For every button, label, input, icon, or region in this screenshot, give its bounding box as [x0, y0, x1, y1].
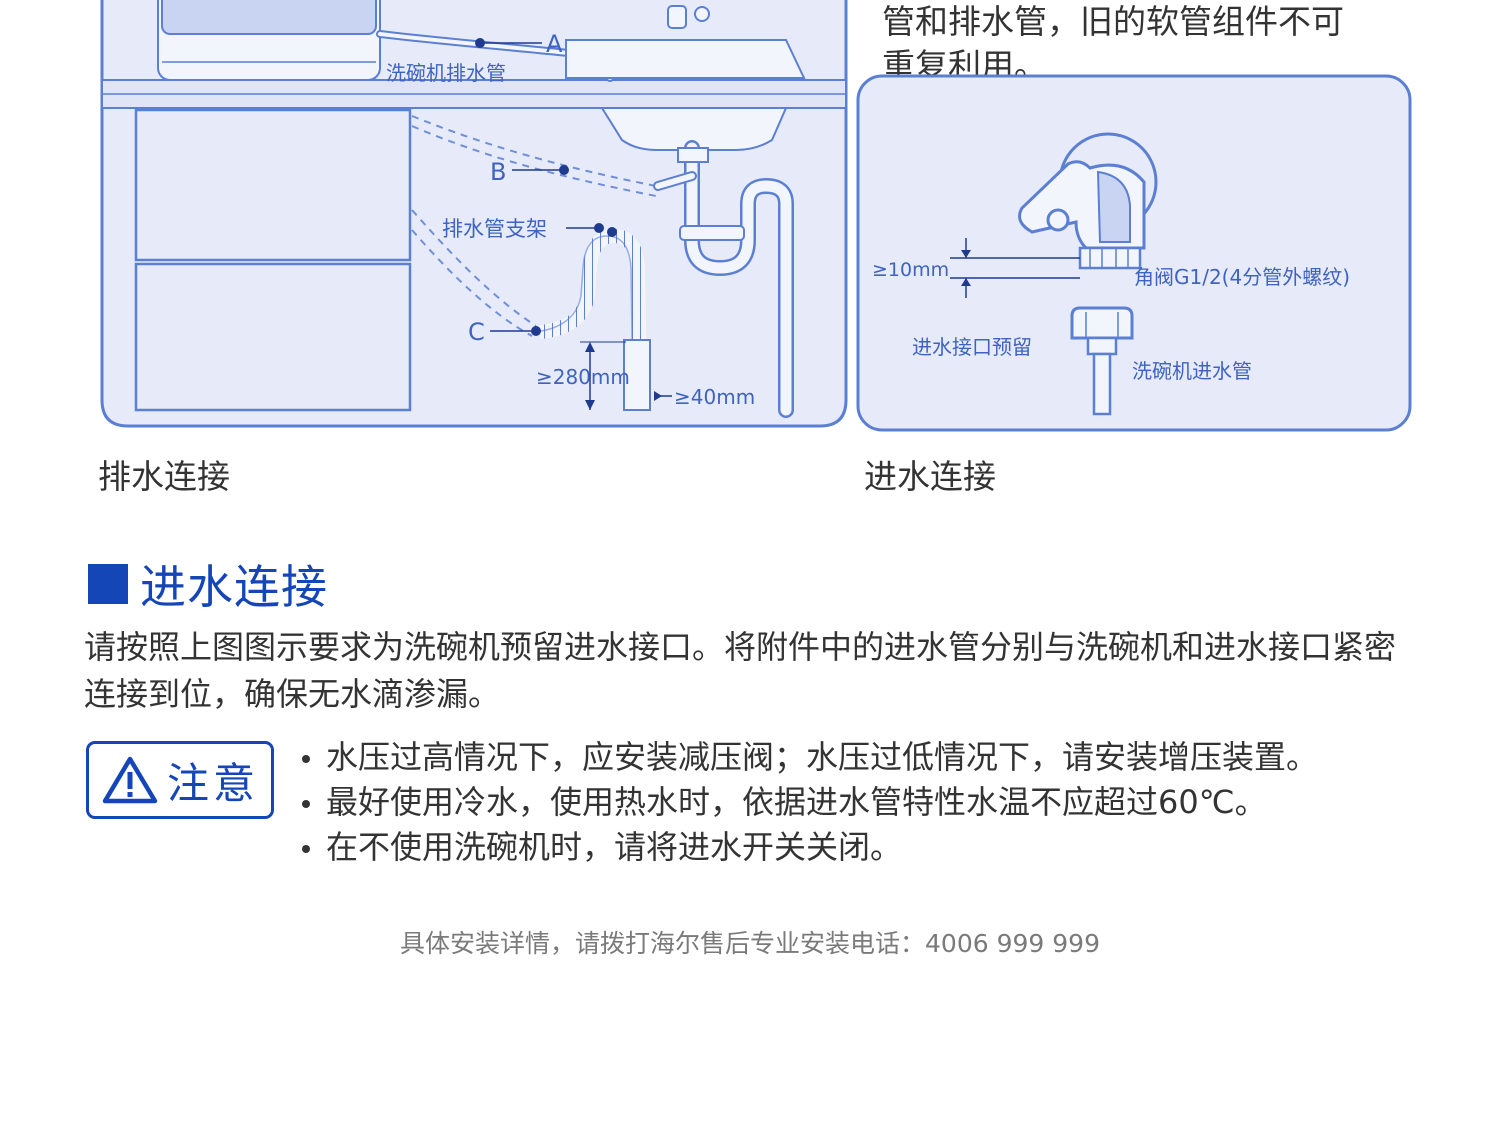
- top-note-line1: 管和排水管，旧的软管组件不可: [882, 2, 1344, 41]
- list-item: 最好使用冷水，使用热水时，依据进水管特性水温不应超过60℃。: [300, 780, 1420, 825]
- inlet-diagram: ≥10mm 角阀G1/2(4分管外螺纹) 进水接口预留 洗碗机进水管: [856, 74, 1412, 432]
- standpipe: [623, 339, 651, 411]
- gap-dimension: [950, 238, 1080, 298]
- label-inlet-reserve: 进水接口预留: [912, 335, 1032, 359]
- inlet-hose: [1070, 306, 1134, 416]
- label-c: C: [468, 318, 485, 346]
- height-dimension: [580, 341, 626, 410]
- section-heading: 进水连接: [88, 556, 328, 614]
- drain-hose-bracket: [539, 228, 647, 411]
- section-body: 请按照上图图示要求为洗碗机预留进水接口。将附件中的进水管分别与洗碗机和进水接口紧…: [84, 628, 1397, 713]
- notice-badge: 注意: [86, 741, 274, 819]
- cabinet-door-upper: [134, 108, 412, 262]
- drain-diagram: A 洗碗机排水管 B 排水管支架 C ≥28: [100, 0, 848, 428]
- label-gap: ≥10mm: [872, 259, 949, 281]
- label-b: B: [490, 158, 506, 186]
- label-a: A: [546, 30, 563, 58]
- footer-contact: 具体安装详情，请拨打海尔售后专业安装电话：4006 999 999: [400, 929, 1100, 958]
- faucet-icon: [667, 5, 710, 29]
- label-bracket: 排水管支架: [442, 217, 547, 241]
- cabinet-door-lower: [134, 262, 412, 412]
- list-item: 在不使用洗碗机时，请将进水开关关闭。: [300, 825, 1420, 870]
- label-valve: 角阀G1/2(4分管外螺纹): [1134, 265, 1350, 289]
- label-drain-pipe: 洗碗机排水管: [386, 61, 506, 85]
- sink-basin: [600, 107, 788, 151]
- dishwasher: [157, 0, 381, 81]
- sink-top: [565, 39, 806, 79]
- label-width: ≥40mm: [674, 385, 755, 409]
- warning-triangle-icon: [102, 756, 158, 804]
- p-trap: [653, 140, 794, 418]
- inlet-caption: 进水连接: [864, 457, 996, 496]
- label-height: ≥280mm: [536, 365, 630, 389]
- heading-square-icon: [88, 564, 128, 604]
- section-title: 进水连接: [140, 560, 328, 614]
- label-inlet-pipe: 洗碗机进水管: [1132, 359, 1252, 383]
- notice-list: 水压过高情况下，应安装减压阀；水压过低情况下，请安装增压装置。 最好使用冷水，使…: [300, 735, 1420, 870]
- list-item: 水压过高情况下，应安装减压阀；水压过低情况下，请安装增压装置。: [300, 735, 1420, 780]
- angle-valve-icon: [1018, 160, 1146, 270]
- top-note: 管和排水管，旧的软管组件不可重复利用。: [882, 0, 1442, 88]
- notice-label: 注意: [166, 758, 259, 808]
- drain-caption: 排水连接: [98, 457, 230, 496]
